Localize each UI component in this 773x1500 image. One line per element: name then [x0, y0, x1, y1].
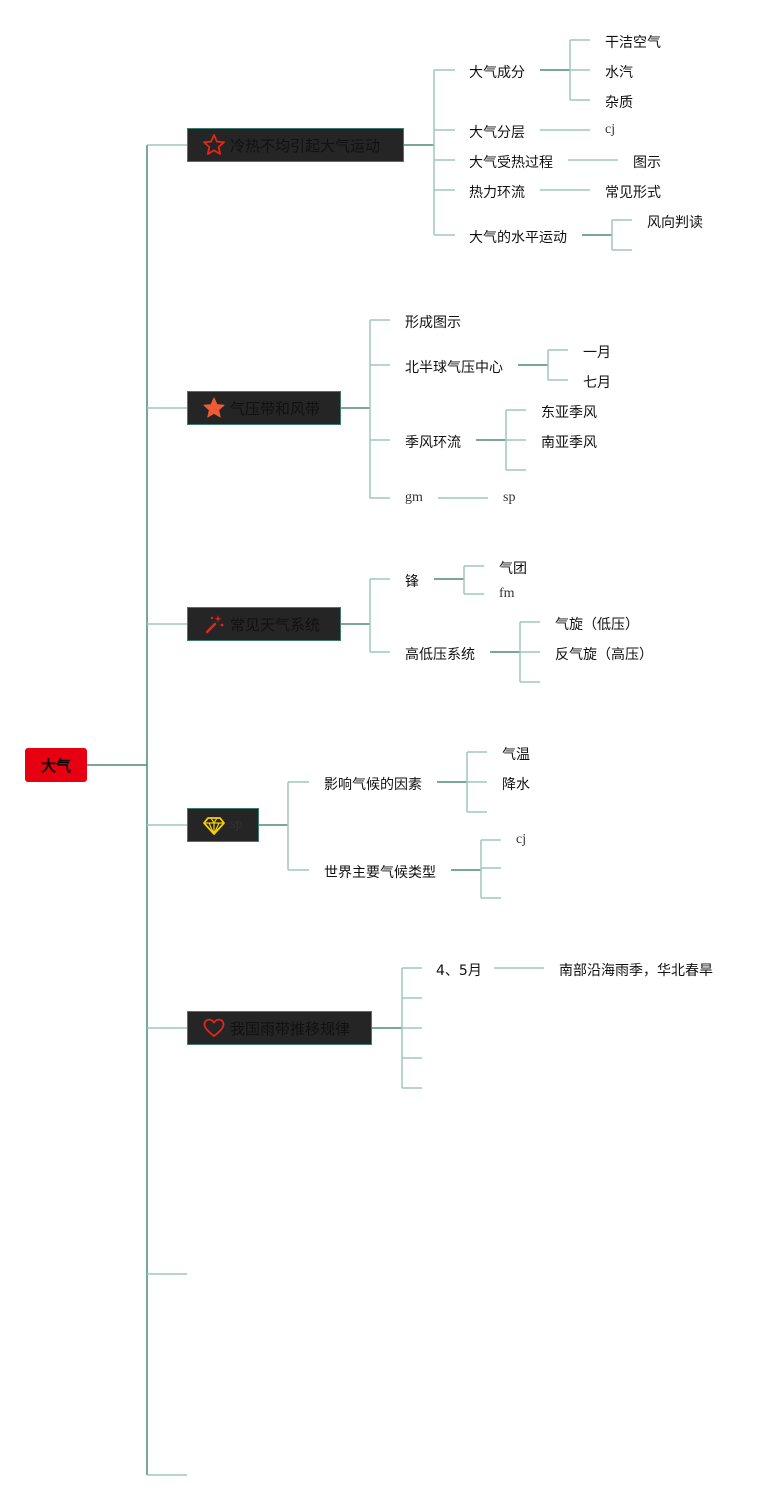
branch-atmosphere-composition[interactable]: 大气成分: [469, 65, 525, 81]
branch-climate-factors[interactable]: 影响气候的因素: [324, 777, 422, 793]
branch-front[interactable]: 锋: [405, 574, 419, 590]
branch-pressure-systems[interactable]: 高低压系统: [405, 647, 475, 663]
root-node[interactable]: 大气: [25, 748, 87, 782]
topic-label: 我国雨带推移规律: [230, 1019, 351, 1038]
leaf-south-asian-monsoon[interactable]: 南亚季风: [541, 435, 597, 451]
topic-node-pressure-wind-belts[interactable]: 气压带和风带: [187, 391, 341, 425]
branch-horizontal-motion[interactable]: 大气的水平运动: [469, 230, 567, 246]
leaf-wind-direction[interactable]: 风向判读: [647, 215, 703, 231]
leaf-diagram[interactable]: 图示: [633, 155, 661, 171]
leaf-precipitation[interactable]: 降水: [502, 777, 530, 793]
branch-heating-process[interactable]: 大气受热过程: [469, 155, 553, 171]
leaf-sp[interactable]: sp: [503, 490, 516, 505]
leaf-east-asian-monsoon[interactable]: 东亚季风: [541, 405, 597, 421]
topic-node-weather-systems[interactable]: 常见天气系统: [187, 607, 341, 641]
leaf-fm[interactable]: fm: [499, 586, 515, 601]
leaf-temperature[interactable]: 气温: [502, 747, 530, 763]
magic-wand-icon: [202, 612, 226, 636]
topic-label: 常见天气系统: [230, 615, 321, 634]
leaf-anticyclone[interactable]: 反气旋（高压）: [555, 647, 653, 663]
diamond-icon: [202, 813, 226, 837]
leaf-south-rain-north-drought[interactable]: 南部沿海雨季，华北春旱: [559, 963, 713, 979]
star-outline-icon: [202, 133, 226, 157]
leaf-water-vapor[interactable]: 水汽: [605, 65, 633, 81]
leaf-cyclone[interactable]: 气旋（低压）: [555, 617, 639, 633]
topic-label: 气压带和风带: [230, 399, 321, 418]
leaf-air-mass[interactable]: 气团: [499, 561, 527, 577]
leaf-impurities[interactable]: 杂质: [605, 95, 633, 111]
leaf-january[interactable]: 一月: [583, 345, 611, 361]
branch-atmosphere-layers[interactable]: 大气分层: [469, 125, 525, 141]
branch-monsoon-circulation[interactable]: 季风环流: [405, 435, 461, 451]
branch-april-may[interactable]: 4、5月: [436, 963, 482, 979]
topic-node-rain-belt[interactable]: 我国雨带推移规律: [187, 1011, 372, 1045]
leaf-common-forms[interactable]: 常见形式: [605, 185, 661, 201]
star-filled-icon: [202, 396, 226, 420]
topic-node-sp[interactable]: sp: [187, 808, 259, 842]
leaf-dry-air[interactable]: 干洁空气: [605, 35, 661, 51]
branch-formation-diagram[interactable]: 形成图示: [405, 315, 461, 331]
topic-node-heat-circulation[interactable]: 冷热不均引起大气运动: [187, 128, 404, 162]
branch-nh-pressure-centers[interactable]: 北半球气压中心: [405, 360, 503, 376]
leaf-cj[interactable]: cj: [516, 832, 527, 847]
topic-label: 冷热不均引起大气运动: [230, 136, 381, 155]
leaf-july[interactable]: 七月: [583, 375, 611, 391]
leaf-cj[interactable]: cj: [605, 122, 616, 137]
branch-thermal-circulation[interactable]: 热力环流: [469, 185, 525, 201]
branch-climate-types[interactable]: 世界主要气候类型: [324, 865, 436, 881]
branch-gm[interactable]: gm: [405, 490, 423, 505]
topic-label: sp: [230, 817, 243, 832]
heart-outline-icon: [202, 1016, 226, 1040]
